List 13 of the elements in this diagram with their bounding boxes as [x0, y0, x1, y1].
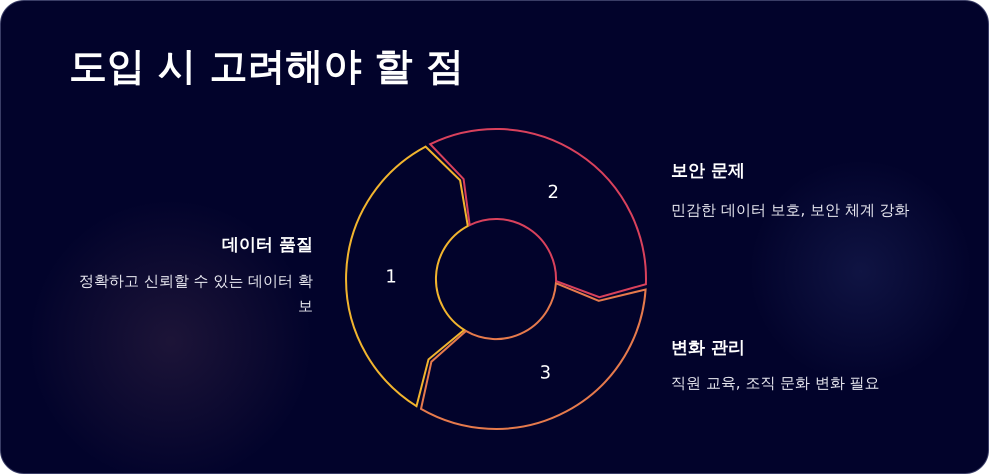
- step-description: 정확하고 신뢰할 수 있는 데이터 확보: [78, 271, 313, 317]
- step-number: 1: [385, 266, 397, 288]
- step-heading: 변화 관리: [671, 337, 745, 359]
- step-description: 민감한 데이터 보호, 보안 체계 강화: [671, 200, 910, 221]
- step-description: 직원 교육, 조직 문화 변화 필요: [671, 373, 880, 394]
- step-number: 2: [547, 182, 559, 203]
- arrow-segment: [429, 128, 647, 298]
- arrow-segment: [420, 282, 647, 430]
- arrow-segment: [345, 146, 469, 408]
- step-heading: 보안 문제: [671, 160, 745, 182]
- step-heading: 데이터 품질: [222, 234, 313, 256]
- step-number: 3: [540, 362, 552, 384]
- slide-title: 도입 시 고려해야 할 점: [69, 43, 464, 90]
